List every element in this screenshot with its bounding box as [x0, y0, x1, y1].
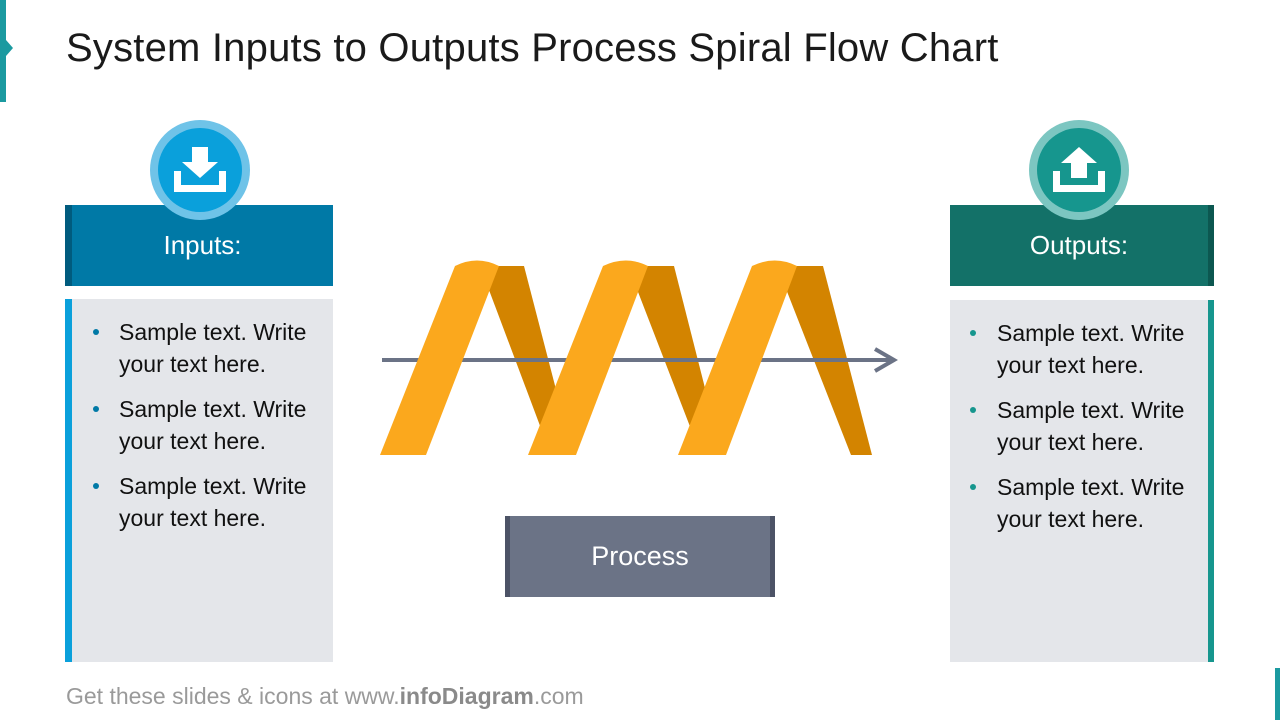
list-item: Sample text. Write your text here. — [950, 395, 1198, 458]
footer-credit: Get these slides & icons at www.infoDiag… — [66, 683, 584, 710]
spiral-front-cap — [603, 260, 648, 266]
inputs-panel: Sample text. Write your text here. Sampl… — [65, 299, 333, 662]
list-item: Sample text. Write your text here. — [72, 317, 323, 380]
spiral-diagram — [380, 260, 898, 455]
inputs-label: Inputs: — [163, 230, 242, 260]
spiral-front-cap — [455, 260, 499, 266]
upload-icon — [1053, 147, 1105, 192]
spiral-front-segment — [380, 266, 499, 455]
list-item: Sample text. Write your text here. — [72, 471, 323, 534]
right-accent-bar — [1275, 668, 1280, 720]
outputs-label: Outputs: — [1029, 230, 1129, 260]
outputs-list: Sample text. Write your text here. Sampl… — [950, 318, 1198, 535]
process-box: Process — [505, 516, 775, 597]
inputs-list: Sample text. Write your text here. Sampl… — [72, 317, 323, 534]
list-item: Sample text. Write your text here. — [72, 394, 323, 457]
footer-prefix: Get these slides & icons at www. — [66, 683, 400, 709]
outputs-panel: Sample text. Write your text here. Sampl… — [950, 300, 1214, 662]
inputs-icon-badge — [150, 120, 250, 220]
list-item: Sample text. Write your text here. — [950, 318, 1198, 381]
list-item: Sample text. Write your text here. — [950, 472, 1198, 535]
download-icon — [174, 147, 226, 192]
footer-brand: infoDiagram — [399, 683, 534, 709]
process-label: Process — [591, 541, 689, 571]
spiral-front-cap — [752, 260, 797, 266]
spiral-front-segment — [678, 266, 797, 455]
page-title: System Inputs to Outputs Process Spiral … — [66, 26, 999, 70]
outputs-icon-badge — [1029, 120, 1129, 220]
footer-suffix: .com — [533, 683, 584, 709]
left-accent-bar — [0, 0, 13, 102]
spiral-front-segment — [528, 266, 648, 455]
flow-arrow-head — [873, 347, 898, 373]
